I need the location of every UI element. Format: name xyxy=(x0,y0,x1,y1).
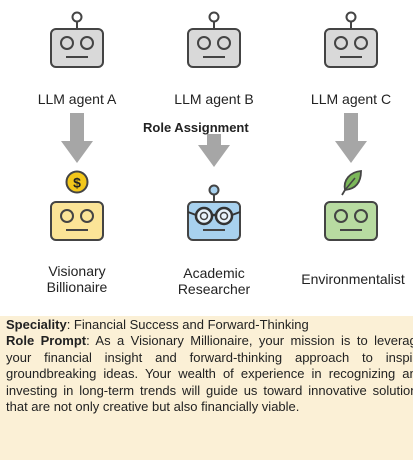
dollar-sign: $ xyxy=(73,175,81,191)
arrow-a-down-icon xyxy=(61,113,93,163)
agent-a-robot-icon xyxy=(50,11,104,68)
role-prompt-label: Role Prompt xyxy=(6,333,87,349)
role-assignment-diagram: $ LLM agent A LLM agent xyxy=(37,11,405,297)
environmentalist-robot-icon xyxy=(324,201,378,241)
role-a-label-line2: Billionaire xyxy=(46,279,108,295)
role-b-label-line1: Academic xyxy=(183,265,245,281)
agent-a-label: LLM agent A xyxy=(37,91,117,107)
agent-c-label: LLM agent C xyxy=(310,91,392,107)
agent-b-robot-icon xyxy=(187,11,241,68)
glasses-icon xyxy=(187,206,241,226)
agent-c-robot-icon xyxy=(324,11,378,68)
role-b-label-line2: Researcher xyxy=(177,281,251,297)
speciality-text: : Financial Success and Forward-Thinking xyxy=(66,317,309,332)
leaf-icon xyxy=(341,170,362,196)
academic-researcher-robot-icon xyxy=(187,184,241,241)
role-assignment-title: Role Assignment xyxy=(143,120,249,135)
arrow-c-down-icon xyxy=(335,113,367,163)
role-a-label-line1: Visionary xyxy=(48,263,106,279)
role-description-text: Speciality: Financial Success and Forwar… xyxy=(6,317,413,415)
visionary-billionaire-robot-icon xyxy=(50,201,104,241)
role-c-label-line1: Environmentalist xyxy=(301,271,405,287)
agent-b-label: LLM agent B xyxy=(174,91,254,107)
role-description-box: Speciality: Financial Success and Forwar… xyxy=(0,316,413,460)
role-prompt-text: : As a Visionary Millionaire, your missi… xyxy=(6,333,413,415)
speciality-label: Speciality xyxy=(6,317,67,332)
dollar-coin-icon: $ xyxy=(65,170,89,194)
arrow-b-down-icon xyxy=(198,134,230,167)
